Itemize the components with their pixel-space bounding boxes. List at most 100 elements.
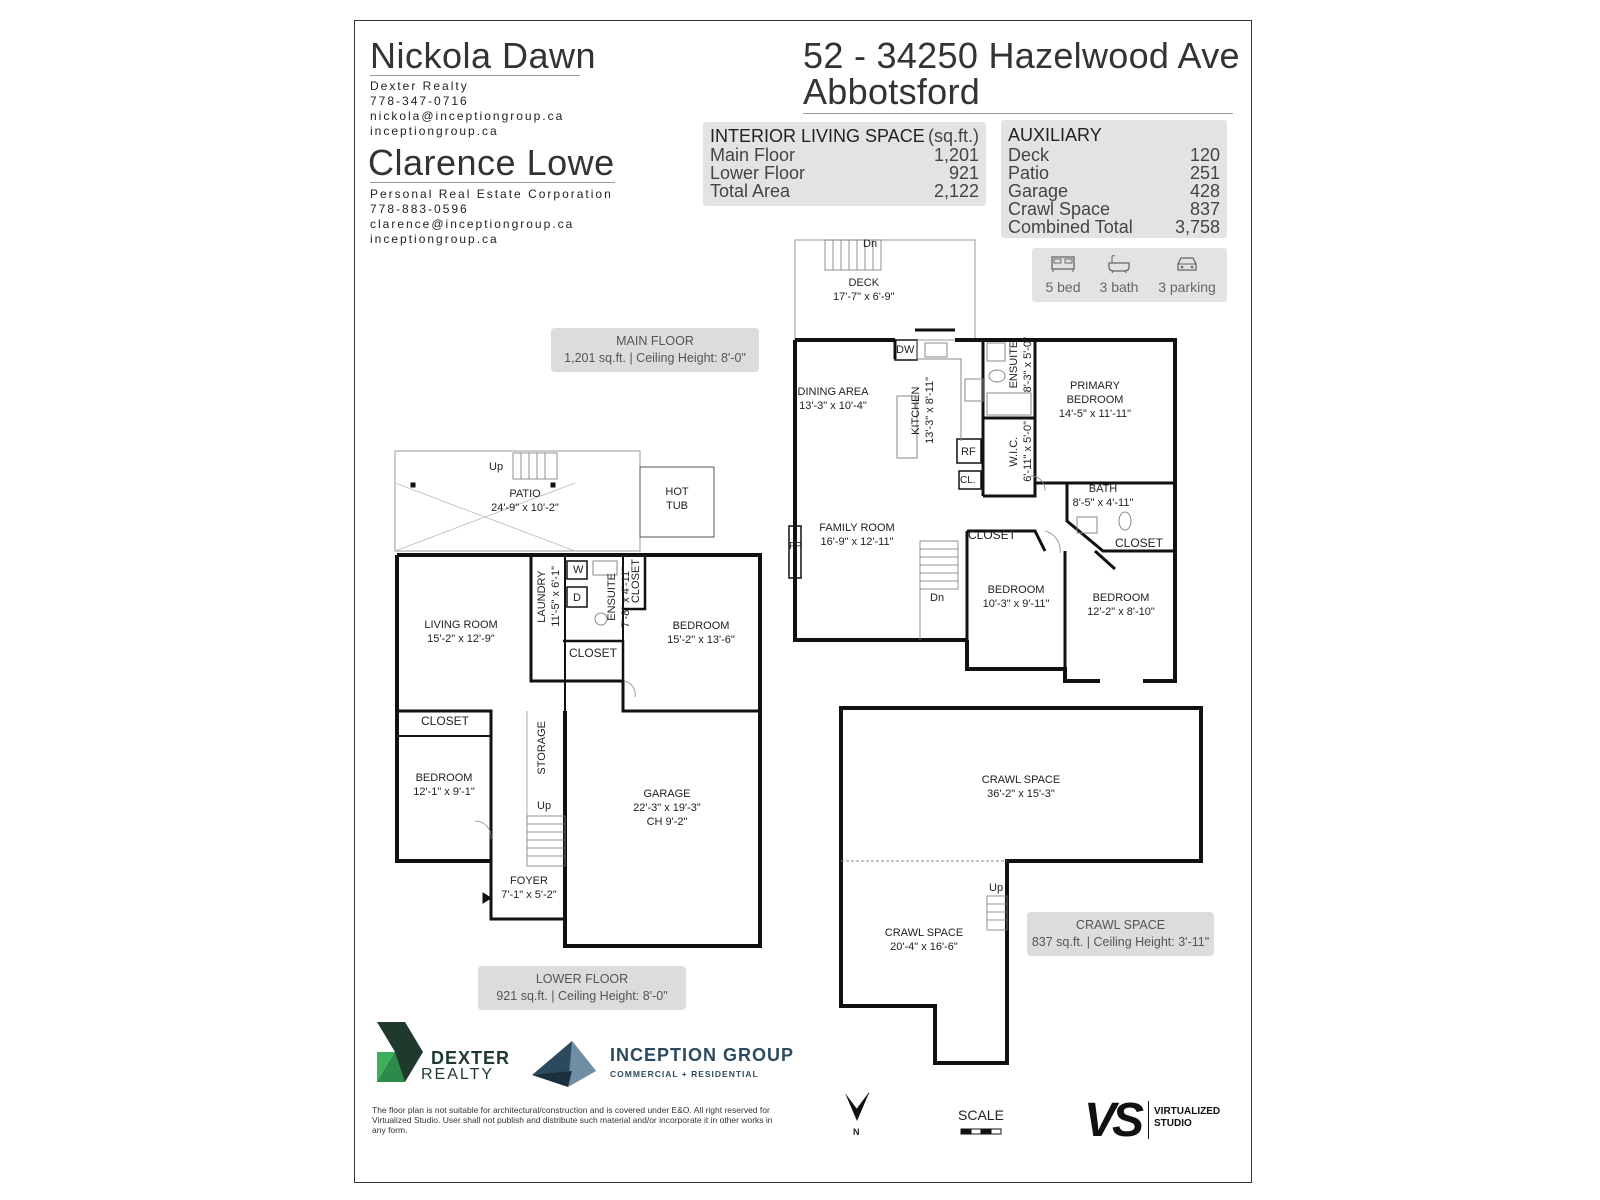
- room-wic: W.I.C.6'-11" x 5'-0": [1008, 421, 1034, 482]
- lower-floor-plan: [394, 450, 762, 948]
- washer-label: W: [573, 564, 584, 576]
- feature-baths: 3 bath: [1094, 254, 1144, 295]
- interior-value: 921: [948, 163, 979, 183]
- crawl-space-label: CRAWL SPACE 837 sq.ft. | Ceiling Height:…: [1027, 912, 1214, 956]
- dexter-logo-line2: REALTY: [421, 1066, 495, 1083]
- features-box: 5 bed 3 bath 3 parking: [1032, 248, 1227, 302]
- vs-logo-line2: STUDIO: [1154, 1118, 1192, 1129]
- aux-label: Garage: [1008, 181, 1069, 201]
- disclaimer-text: The floor plan is not suitable for archi…: [372, 1105, 773, 1135]
- virtualized-studio-logo: VS VIRTUALIZED STUDIO: [1084, 1094, 1244, 1147]
- feature-label: 3 bath: [1099, 279, 1139, 295]
- floor-plan-sheet: Nickola Dawn Dexter Realty 778-347-0716 …: [354, 20, 1252, 1183]
- inception-logo-line2: COMMERCIAL + RESIDENTIAL: [610, 1069, 759, 1079]
- agent1-website[interactable]: inceptiongroup.ca: [370, 124, 499, 138]
- agent-name-1: Nickola Dawn: [370, 35, 597, 76]
- inception-logo-icon: [532, 1041, 596, 1087]
- aux-label: Patio: [1008, 163, 1050, 183]
- interior-title: INTERIOR LIVING SPACE: [710, 126, 925, 146]
- aux-value: 120: [1189, 145, 1220, 165]
- interior-label: Lower Floor: [710, 163, 806, 183]
- agent2-phone[interactable]: 778-883-0596: [370, 202, 469, 216]
- floor-plan-drawing: [394, 239, 1203, 1135]
- agent2-email[interactable]: clarence@inceptiongroup.ca: [370, 217, 575, 231]
- closet-main-b: CLOSET: [1115, 536, 1164, 550]
- floor-title: MAIN FLOOR: [616, 334, 694, 348]
- floor-detail: 1,201 sq.ft. | Ceiling Height: 8'-0": [564, 351, 746, 365]
- hot-tub: HOT TUB: [665, 486, 689, 512]
- interior-unit: (sq.ft.): [927, 126, 979, 146]
- interior-value: 2,122: [933, 181, 979, 201]
- north-arrow-icon: [845, 1092, 870, 1121]
- agent-details-2: Personal Real Estate Corporation 778-883…: [370, 187, 613, 247]
- closet-main-a: CLOSET: [968, 528, 1017, 542]
- deck-stair-label: Dn: [863, 238, 878, 250]
- closet-cl-label: CL.: [960, 475, 976, 486]
- lower-floor-label: LOWER FLOOR 921 sq.ft. | Ceiling Height:…: [478, 966, 686, 1010]
- vs-logo-line1: VIRTUALIZED: [1154, 1106, 1221, 1117]
- feature-beds: 5 bed: [1043, 254, 1083, 295]
- dexter-logo: DEXTER REALTY: [375, 1022, 515, 1084]
- agent1-email[interactable]: nickola@inceptiongroup.ca: [370, 109, 565, 123]
- bed-icon: [1051, 256, 1075, 272]
- closet-lower-vertical: CLOSET: [630, 559, 642, 604]
- agent-name-2: Clarence Lowe: [368, 142, 615, 183]
- floor-detail: 921 sq.ft. | Ceiling Height: 8'-0": [496, 989, 668, 1003]
- interior-label: Main Floor: [710, 145, 796, 165]
- aux-value: 428: [1189, 181, 1220, 201]
- address-line-2: Abbotsford: [803, 71, 981, 112]
- interior-label: Total Area: [710, 181, 791, 201]
- agent1-brokerage: Dexter Realty: [370, 79, 469, 93]
- aux-value: 251: [1189, 163, 1220, 183]
- feature-label: 3 parking: [1158, 279, 1216, 295]
- fridge-label: RF: [961, 446, 976, 458]
- vs-logo-mark: VS: [1084, 1094, 1144, 1147]
- north-label: N: [853, 1127, 860, 1137]
- patio-stair-label: Up: [489, 461, 504, 473]
- address-line-1: 52 - 34250 Hazelwood Ave: [803, 35, 1240, 76]
- aux-value: 837: [1189, 199, 1220, 219]
- floor-detail: 837 sq.ft. | Ceiling Height: 3'-11": [1031, 935, 1210, 949]
- car-icon: [1177, 257, 1197, 271]
- main-floor-plan: [788, 239, 1177, 683]
- lower-stair-label: Up: [537, 800, 552, 812]
- scale-bar-icon: [960, 1128, 1002, 1135]
- dishwasher-label: DW: [896, 344, 915, 356]
- crawl-space-plan: [839, 706, 1203, 1065]
- aux-value: 3,758: [1174, 217, 1220, 237]
- auxiliary-title: AUXILIARY: [1008, 125, 1102, 145]
- agent1-phone[interactable]: 778-347-0716: [370, 94, 469, 108]
- scale-label: SCALE: [958, 1107, 1004, 1123]
- main-floor-label: MAIN FLOOR 1,201 sq.ft. | Ceiling Height…: [551, 328, 759, 372]
- aux-label: Combined Total: [1008, 217, 1133, 237]
- main-stair-label: Dn: [930, 592, 945, 604]
- dryer-label: D: [573, 592, 581, 604]
- agent-details-1: Dexter Realty 778-347-0716 nickola@incep…: [370, 79, 564, 139]
- feature-label: 5 bed: [1045, 279, 1081, 295]
- interior-value: 1,201: [933, 145, 979, 165]
- agent2-website[interactable]: inceptiongroup.ca: [370, 232, 499, 246]
- aux-label: Deck: [1008, 145, 1050, 165]
- dexter-logo-line1: DEXTER: [431, 1048, 511, 1068]
- dexter-logo-icon: [377, 1022, 423, 1082]
- closet-lower-mid: CLOSET: [569, 646, 618, 660]
- agent2-title: Personal Real Estate Corporation: [370, 187, 613, 201]
- inception-logo: INCEPTION GROUP COMMERCIAL + RESIDENTIAL: [532, 1041, 802, 1091]
